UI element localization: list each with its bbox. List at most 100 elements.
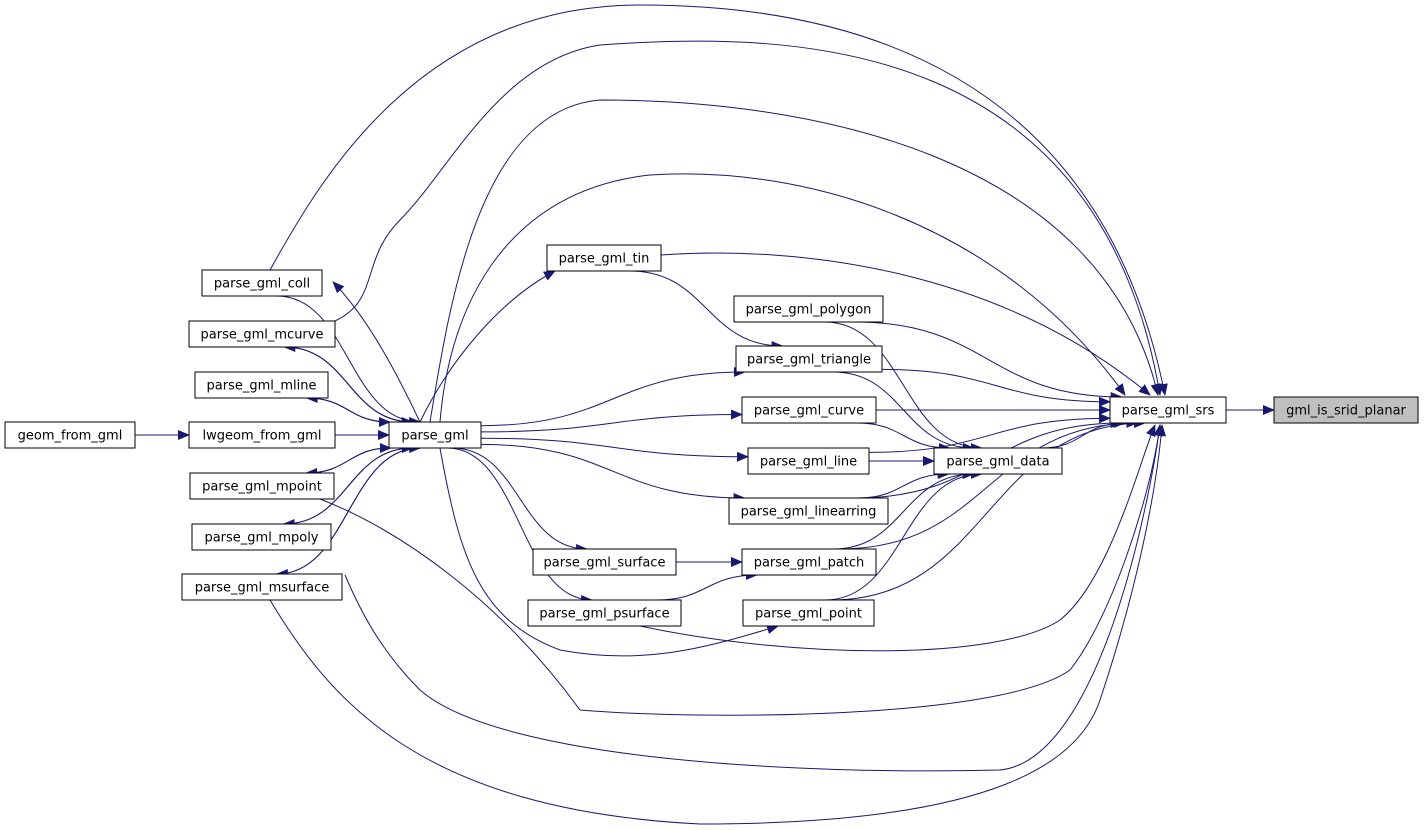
node-parse_gml_triangle[interactable]: parse_gml_triangle — [735, 345, 883, 373]
node-box — [546, 244, 662, 272]
node-box — [189, 472, 335, 500]
call-edges — [135, 4, 1275, 825]
edge-parse_gml_psurface-to-parse_gml_patch — [656, 570, 758, 601]
node-label: lwgeom_from_gml — [203, 429, 322, 444]
node-parse_gml_mpoly[interactable]: parse_gml_mpoly — [191, 523, 332, 551]
edge-parse_gml_msurface-to-parse_gml — [276, 443, 422, 575]
edge-parse_gml_coll-to-parse_gml — [276, 295, 422, 427]
edge-parse_gml_patch-to-parse_gml_srs — [839, 418, 1139, 550]
edge-parse_gml_tin-to-parse_gml_triangle — [630, 270, 784, 351]
node-label: geom_from_gml — [18, 429, 123, 444]
node-label: parse_gml_surface — [544, 556, 666, 571]
node-label: parse_gml_data — [946, 455, 1049, 470]
node-parse_gml_coll[interactable]: parse_gml_coll — [201, 269, 323, 297]
node-parse_gml_polygon[interactable]: parse_gml_polygon — [733, 295, 884, 323]
node-box — [747, 447, 870, 475]
node-label: parse_gml_mline — [207, 379, 317, 394]
node-parse_gml_patch[interactable]: parse_gml_patch — [741, 548, 877, 576]
node-gml_is_srid_planar[interactable]: gml_is_srid_planar — [1273, 396, 1419, 424]
edge-parse_gml_polygon-to-parse_gml_srs — [854, 321, 1123, 402]
edge-parse_gml_curve-to-parse_gml_data — [857, 422, 951, 453]
edge-parse_gml-to-parse_gml_coll — [332, 281, 421, 423]
node-box — [1273, 396, 1419, 424]
node-label: parse_gml_linearring — [741, 505, 877, 520]
node-box — [181, 573, 343, 601]
function-nodes: gml_is_srid_planar parse_gml_srs parse_gml… — [4, 244, 1419, 627]
node-box — [933, 447, 1063, 475]
node-label: parse_gml_mpoint — [202, 480, 322, 495]
node-label: parse_gml_psurface — [539, 607, 669, 622]
edge-parse_gml-to-parse_gml_triangle — [480, 367, 746, 427]
node-box — [188, 320, 336, 348]
node-label: parse_gml_mcurve — [201, 328, 324, 343]
node-parse_gml_mcurve[interactable]: parse_gml_mcurve — [188, 320, 336, 348]
edge-parse_gml_mcurve-to-parse_gml_srs — [334, 40, 1164, 396]
node-box — [735, 345, 883, 373]
edge-parse_gml_line-to-parse_gml_srs — [868, 413, 1111, 453]
node-parse_gml_line[interactable]: parse_gml_line — [747, 447, 870, 475]
node-label: gml_is_srid_planar — [1286, 404, 1406, 419]
edge-parse_gml_tin-to-parse_gml_srs — [660, 252, 1151, 396]
edge-parse_gml_triangle-to-parse_gml_srs — [881, 368, 1111, 407]
edge-parse_gml_mcurve-to-parse_gml — [284, 346, 414, 427]
node-label: parse_gml_patch — [754, 556, 865, 571]
node-box — [532, 548, 677, 576]
node-parse_gml_linearring[interactable]: parse_gml_linearring — [728, 497, 889, 525]
node-parse_gml_curve[interactable]: parse_gml_curve — [741, 396, 877, 424]
edge-parse_gml_mpoint-to-parse_gml — [306, 443, 392, 474]
node-label: parse_gml_srs — [1122, 404, 1215, 419]
edge-parse_gml_point-to-parse_gml_data — [824, 469, 983, 601]
edge-parse_gml_data-to-parse_gml_srs — [1041, 418, 1126, 449]
node-lwgeom_from_gml[interactable]: lwgeom_from_gml — [188, 421, 336, 449]
edge-parse_gml_triangle-to-parse_gml_data — [833, 371, 975, 453]
node-box — [188, 421, 336, 449]
node-box — [201, 269, 323, 297]
node-parse_gml_surface[interactable]: parse_gml_surface — [532, 548, 677, 576]
node-parse_gml_mline[interactable]: parse_gml_mline — [194, 371, 329, 399]
node-parse_gml_srs[interactable]: parse_gml_srs — [1109, 396, 1227, 424]
node-parse_gml_data[interactable]: parse_gml_data — [933, 447, 1063, 475]
edge-parse_gml-to-parse_gml_surface — [452, 447, 589, 554]
edge-parse_gml-to-parse_gml_psurface — [447, 447, 594, 605]
edge-parse_gml_mpoint-to-parse_gml_srs — [319, 424, 1164, 716]
edge-parse_gml-to-parse_gml_line — [480, 437, 749, 462]
node-geom_from_gml[interactable]: geom_from_gml — [4, 421, 136, 449]
node-box — [741, 548, 877, 576]
edge-parse_gml_linearring-to-parse_gml_data — [857, 469, 950, 499]
node-box — [194, 371, 329, 399]
node-box — [1109, 396, 1227, 424]
edge-parse_gml-to-parse_gml_linearring — [480, 443, 746, 503]
node-box — [733, 295, 884, 323]
edge-parse_gml-to-parse_gml_curve — [480, 409, 743, 433]
edge-parse_gml-to-parse_gml_srs — [429, 99, 1161, 423]
node-label: parse_gml_msurface — [195, 581, 330, 596]
node-label: parse_gml_mpoly — [204, 531, 318, 546]
edge-parse_gml_mline-to-parse_gml — [306, 397, 391, 427]
edge-parse_gml_mpoly-to-parse_gml_srs — [344, 424, 1164, 772]
node-box — [741, 396, 877, 424]
edge-parse_gml_point-to-parse_gml_srs — [831, 418, 1146, 601]
edge-parse_gml_psurface-to-parse_gml_srs — [639, 424, 1156, 652]
node-label: parse_gml_polygon — [746, 303, 872, 318]
node-box — [4, 421, 136, 449]
edge-parse_gml_patch-to-parse_gml_data — [833, 469, 975, 550]
edge-parse_gml_polygon-to-parse_gml_data — [824, 321, 983, 453]
node-box — [191, 523, 332, 551]
node-parse_gml_psurface[interactable]: parse_gml_psurface — [527, 599, 682, 627]
node-box — [742, 599, 875, 627]
node-label: parse_gml_line — [760, 455, 857, 470]
node-label: parse_gml_curve — [754, 404, 864, 419]
edge-parse_gml-to-parse_gml_polygon — [439, 173, 1126, 423]
node-label: parse_gml_coll — [214, 277, 310, 292]
node-parse_gml_msurface[interactable]: parse_gml_msurface — [181, 573, 343, 601]
edge-parse_gml-to-parse_gml_tin — [419, 270, 556, 423]
node-parse_gml_point[interactable]: parse_gml_point — [742, 599, 875, 627]
node-label: parse_gml_tin — [559, 252, 650, 267]
node-parse_gml_tin[interactable]: parse_gml_tin — [546, 244, 662, 272]
node-parse_gml[interactable]: parse_gml — [388, 421, 482, 449]
node-label: parse_gml — [401, 429, 468, 444]
node-parse_gml_mpoint[interactable]: parse_gml_mpoint — [189, 472, 335, 500]
edge-parse_gml-to-parse_gml_point — [439, 447, 779, 657]
edge-parse_gml_msurface-to-parse_gml_srs — [269, 424, 1167, 825]
